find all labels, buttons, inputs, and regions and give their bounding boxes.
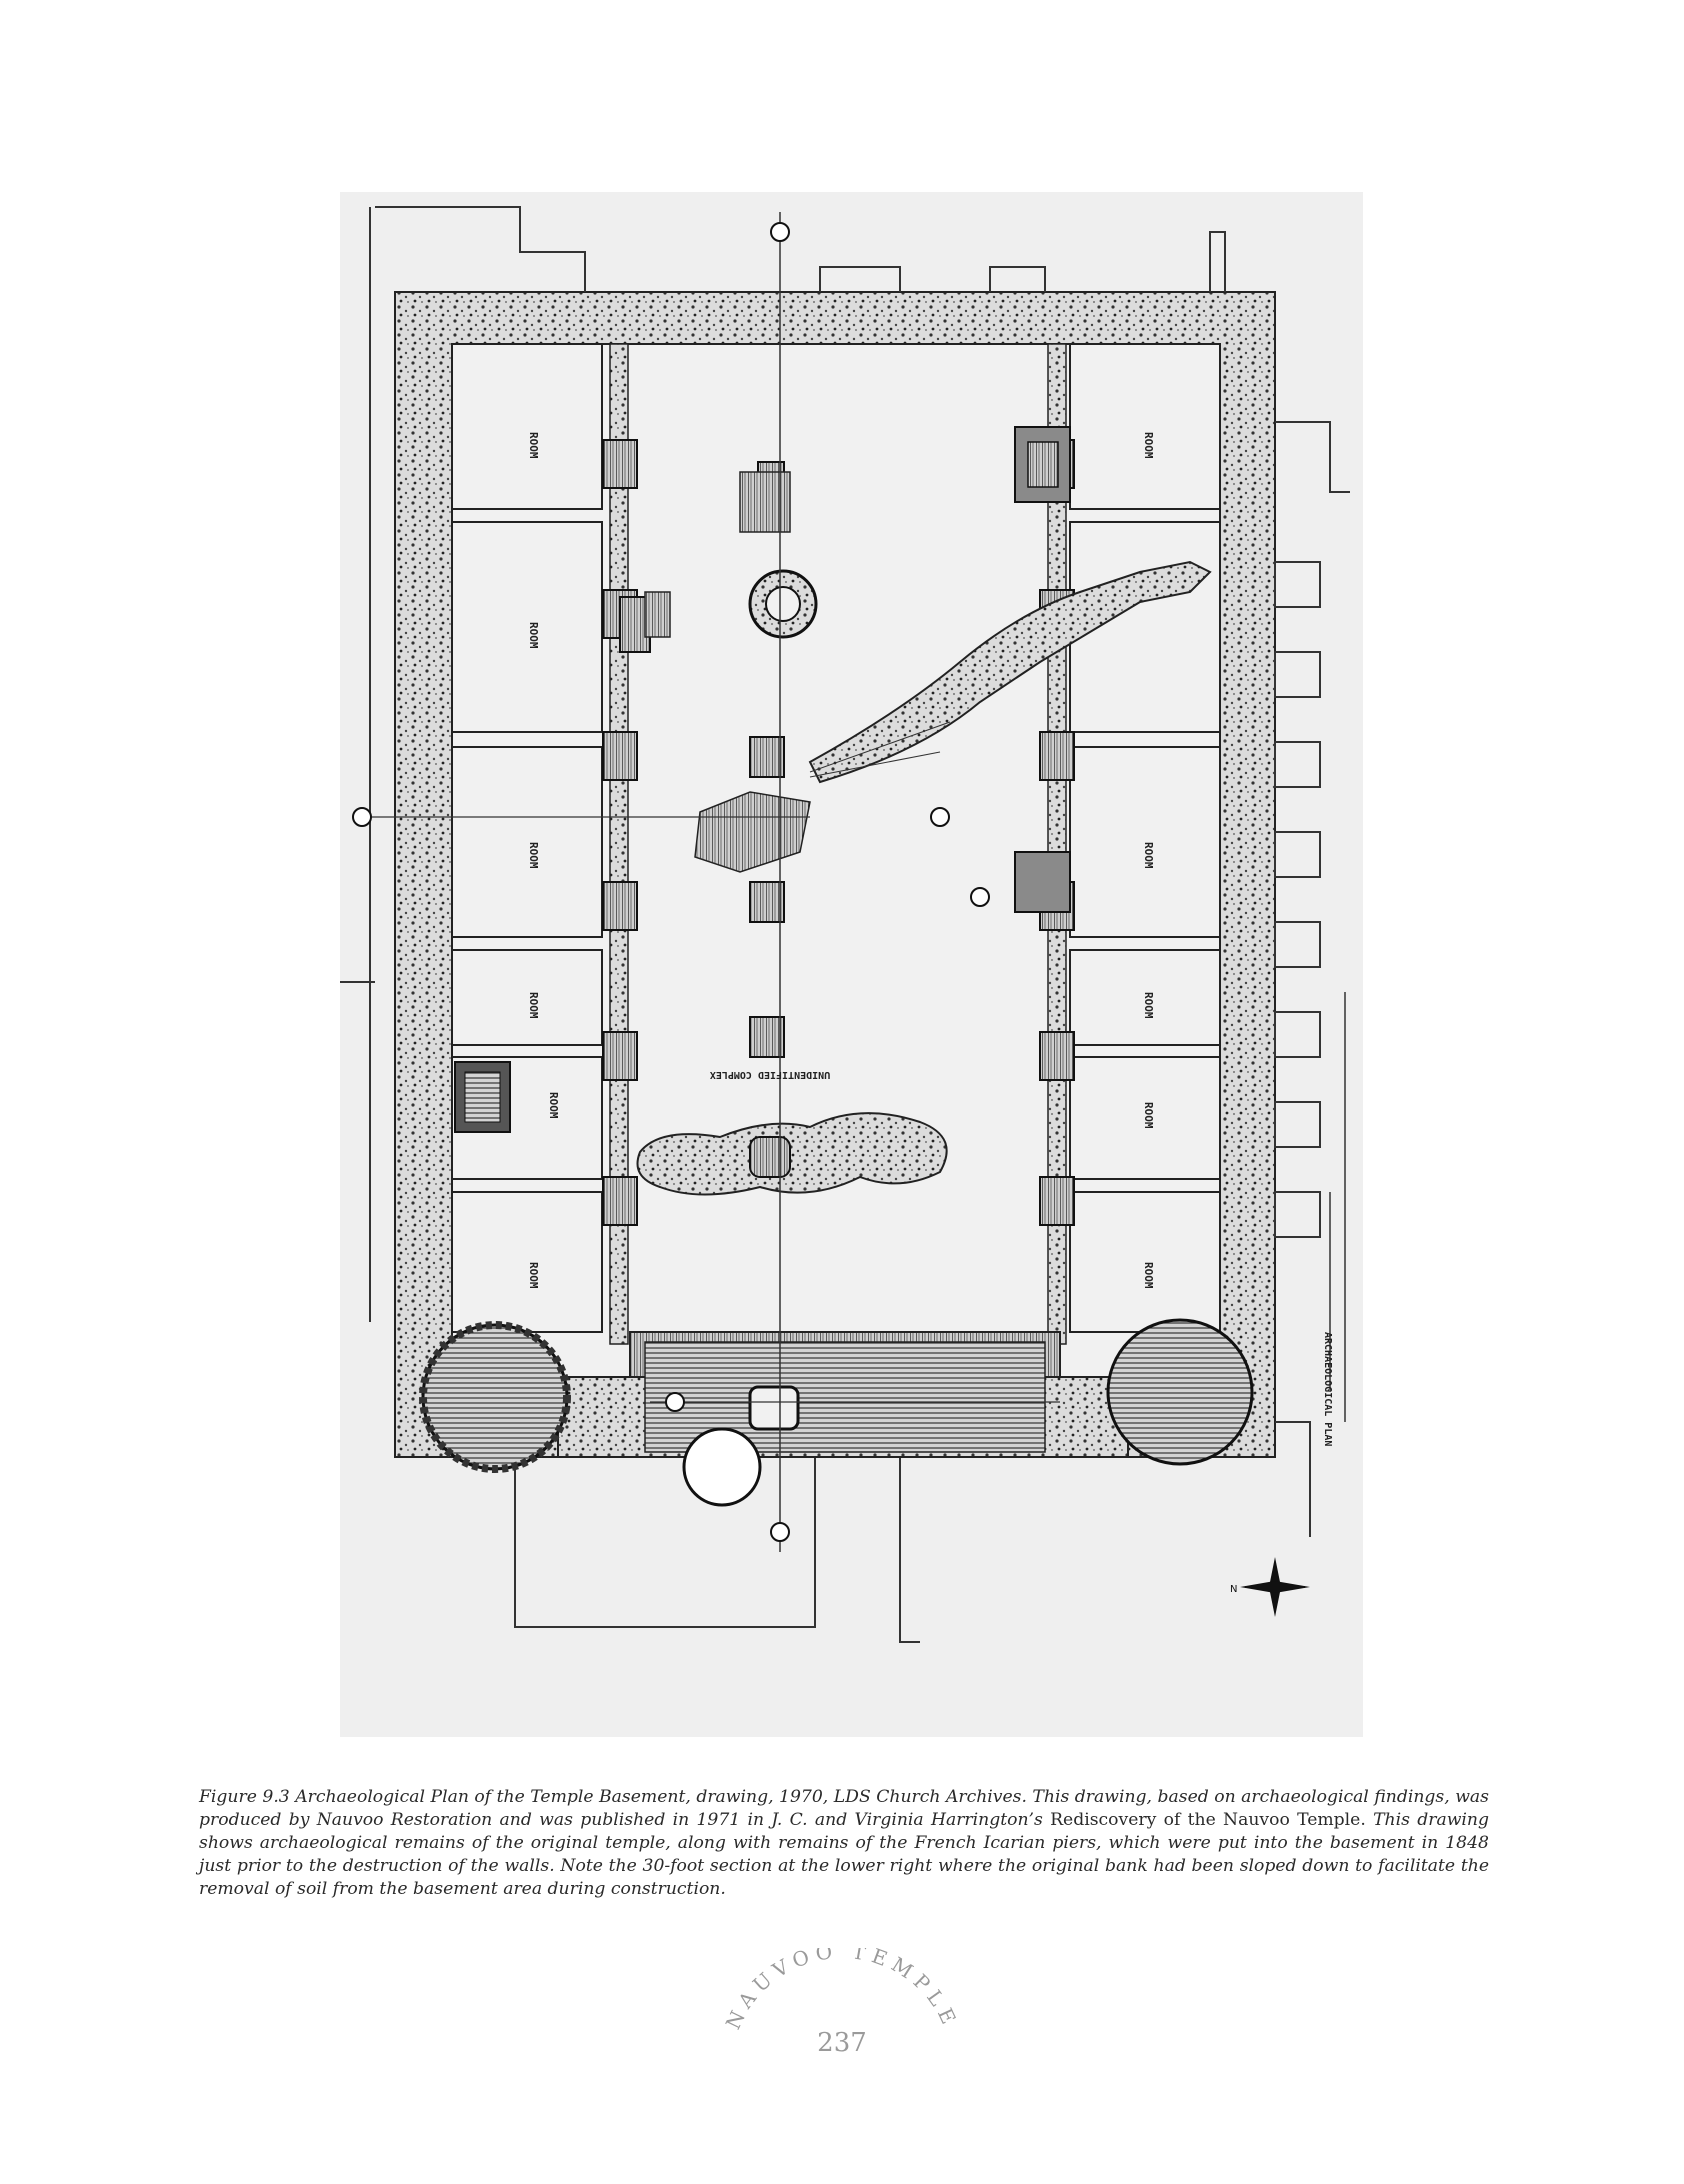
room-label: ROOM: [527, 432, 540, 459]
unidentified-complex: [636, 1112, 948, 1196]
north-arrow-icon: N: [1230, 1557, 1310, 1617]
page-number: 237: [817, 2028, 867, 2058]
figure-caption: Figure 9.3 Archaeological Plan of the Te…: [199, 1786, 1489, 1901]
svg-text:NAUVOO TEMPLE: NAUVOO TEMPLE: [721, 1948, 964, 2033]
title-block-label: ARCHAEOLOGICAL PLAN: [1322, 1332, 1333, 1446]
running-title-arc: NAUVOO TEMPLE: [721, 1948, 964, 2033]
room-label: ROOM: [1142, 432, 1155, 459]
room-label: ROOM: [527, 1262, 540, 1289]
caption-book-title-1: Rediscovery: [1050, 1810, 1157, 1830]
svg-text:N: N: [1230, 1584, 1237, 1595]
room-label: ROOM: [1142, 1262, 1155, 1289]
room-label: ROOM: [1142, 992, 1155, 1019]
room-label: ROOM: [527, 842, 540, 869]
caption-text-part1: Figure 9.3 Archaeological Plan of the Te…: [199, 1787, 1489, 1830]
caption-book-title-2: Nauvoo Temple.: [1223, 1810, 1366, 1830]
archaeological-plan-figure: N ROOM ROOM ROOM ROOM ROOM ROOM ROOM ROO…: [340, 192, 1363, 1737]
running-title: NAUVOO TEMPLE: [721, 1948, 958, 2033]
room-label: ROOM: [1142, 842, 1155, 869]
caption-text-part5: This drawing shows archaeological remain…: [199, 1810, 1489, 1899]
icarian-pier-line: [808, 560, 1212, 784]
se-tower: [1106, 1318, 1254, 1466]
room-label: ROOM: [527, 992, 540, 1019]
room-label: ROOM: [1142, 1102, 1155, 1129]
room-label: ROOM: [527, 622, 540, 649]
caption-book-title-of: of the: [1156, 1810, 1224, 1830]
room-label: ROOM: [547, 1092, 560, 1119]
plan-drawing: N ROOM ROOM ROOM ROOM ROOM ROOM ROOM ROO…: [340, 206, 1350, 1643]
page-footer: NAUVOO TEMPLE 237: [692, 1948, 992, 2148]
complex-label: UNIDENTIFIED COMPLEX: [710, 1069, 830, 1080]
